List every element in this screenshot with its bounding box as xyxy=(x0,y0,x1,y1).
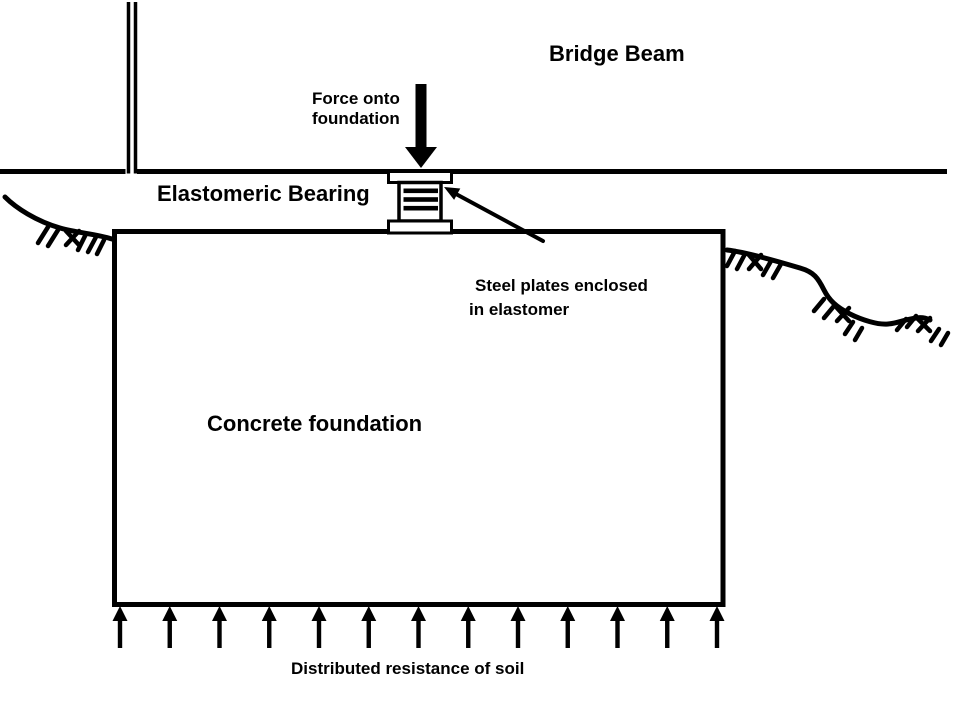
force-label-line2: foundation xyxy=(312,109,400,128)
soil-hatch-left xyxy=(35,224,107,257)
soil-arrow xyxy=(610,606,625,648)
bearing-steel-plate xyxy=(403,205,438,211)
bearing-steel-plate xyxy=(403,197,438,202)
soil-arrow xyxy=(162,606,178,648)
soil-arrow xyxy=(560,606,576,648)
steel-plates-label: Steel plates enclosed in elastomer xyxy=(469,274,648,322)
soil-hatch-right-end xyxy=(894,313,951,348)
elastomeric-bearing-label: Elastomeric Bearing xyxy=(157,181,370,206)
force-onto-foundation-label: Force onto foundation xyxy=(312,89,400,129)
soil-arrow xyxy=(460,606,476,648)
bearing-bottom-plate xyxy=(387,219,453,235)
annotation-arrow xyxy=(444,187,545,243)
bearing-steel-plate xyxy=(403,188,438,194)
ground-line-right xyxy=(724,247,951,348)
soil-arrow xyxy=(212,606,227,648)
soil-arrow xyxy=(709,606,725,648)
distributed-resistance-label: Distributed resistance of soil xyxy=(291,659,525,678)
concrete-foundation-label: Concrete foundation xyxy=(207,411,423,436)
soil-arrow xyxy=(311,606,327,648)
force-arrow xyxy=(405,84,437,168)
bridge-beam-label: Bridge Beam xyxy=(549,41,685,66)
ground-line-left xyxy=(2,194,115,257)
steel-plates-label-line2: in elastomer xyxy=(469,300,570,319)
soil-arrow xyxy=(659,606,675,648)
pier-lines xyxy=(126,2,138,174)
soil-arrow xyxy=(261,606,277,648)
bearing-steel-plates xyxy=(403,188,438,211)
soil-arrow xyxy=(112,606,128,648)
soil-arrow xyxy=(361,606,377,648)
soil-arrow xyxy=(510,606,526,648)
soil-hatch-right-mid xyxy=(811,296,865,343)
soil-arrow xyxy=(411,606,426,648)
soil-arrows xyxy=(112,606,725,648)
force-label-line1: Force onto xyxy=(312,89,400,108)
steel-plates-label-line1: Steel plates enclosed xyxy=(475,276,648,295)
soil-hatch-right-upper xyxy=(724,248,784,281)
elastomeric-bearing-symbol xyxy=(387,170,453,235)
